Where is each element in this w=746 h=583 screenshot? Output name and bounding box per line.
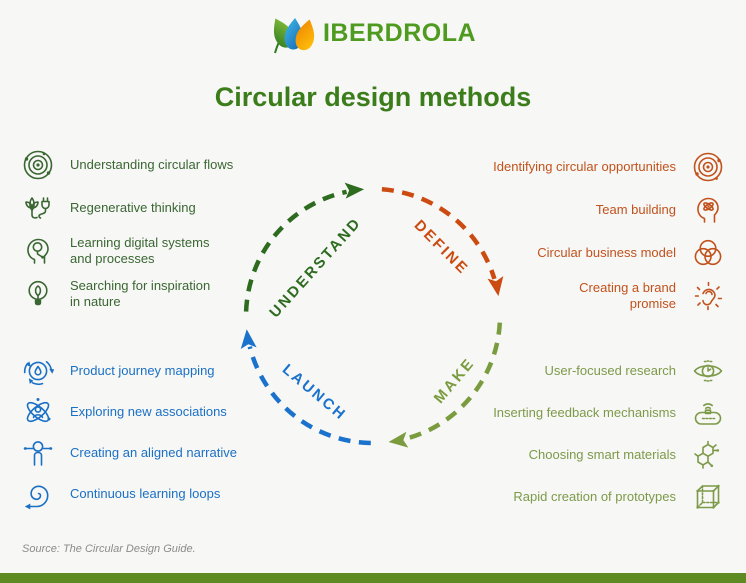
list-item-label: Searching for inspiration in nature [70, 277, 211, 309]
list-item-label: Creating a brand promise [579, 279, 676, 311]
source-note: Source: The Circular Design Guide. [22, 543, 196, 555]
launch-method-list: Product journey mapping Exploring new as… [21, 350, 237, 514]
list-item-label: Product journey mapping [70, 362, 215, 378]
list-item-label: Choosing smart materials [528, 447, 676, 462]
list-item-label: Exploring new associations [70, 403, 227, 419]
make-method-list: User-focused research Inserting feedback… [493, 350, 725, 518]
head-circuit-icon [21, 234, 55, 268]
list-item: Searching for inspiration in nature [21, 272, 233, 315]
list-item-label: Creating an aligned narrative [70, 444, 237, 460]
define-arrowhead [487, 276, 504, 297]
understand-arc [243, 189, 348, 312]
understand-arrowhead [344, 182, 365, 199]
list-item-label: Learning digital systems and processes [70, 234, 210, 266]
understand-method-list: Understanding circular flows Regenerativ… [21, 143, 233, 315]
launch-arrowhead [240, 329, 257, 350]
cube-wireframe-icon [691, 480, 725, 514]
list-item: Exploring new associations [21, 391, 237, 432]
launch-arc [247, 346, 371, 446]
list-item: Learning digital systems and processes [21, 229, 233, 272]
head-atom-icon [691, 193, 725, 227]
cycle-diagram: UNDERSTAND DEFINE MAKE LAUNCH [213, 156, 533, 476]
make-arrowhead [388, 431, 409, 448]
eye-icon [691, 354, 725, 388]
list-item-label: Continuous learning loops [70, 485, 221, 501]
bulb-leaf-icon [21, 277, 55, 311]
list-item: User-focused research [545, 350, 726, 392]
list-item-label: Understanding circular flows [70, 156, 234, 172]
balance-person-icon [21, 436, 55, 470]
list-item: Inserting feedback mechanisms [493, 392, 725, 434]
list-item: Circular business model [537, 231, 725, 274]
list-item-label: Circular business model [537, 244, 676, 260]
iberdrola-leaves-icon [273, 18, 315, 54]
list-item-label: Rapid creation of prototypes [513, 489, 676, 504]
spiral-loop-icon [21, 477, 55, 511]
list-item: Team building [596, 188, 725, 231]
list-item-label: Team building [595, 201, 676, 217]
list-item-label: Regenerative thinking [70, 199, 196, 215]
list-item: Continuous learning loops [21, 473, 237, 514]
list-item: Rapid creation of prototypes [513, 476, 725, 518]
atom-person-icon [21, 395, 55, 429]
page-title: Circular design methods [214, 82, 532, 112]
molecule-icon [691, 438, 725, 472]
phase-label-launch: LAUNCH [279, 361, 350, 424]
drop-cycle-icon [21, 354, 55, 388]
list-item: Regenerative thinking [21, 186, 233, 229]
define-method-list: Identifying circular opportunities Team … [493, 145, 725, 317]
list-item: Identifying circular opportunities [493, 145, 725, 188]
list-item: Understanding circular flows [21, 143, 233, 186]
list-item-label: User-focused research [544, 363, 677, 378]
device-wifi-icon [691, 396, 725, 430]
brand-name: IBERDROLA [322, 18, 477, 47]
iberdrola-logo: IBERDROLA [0, 11, 746, 55]
define-arc [381, 187, 497, 280]
list-item: Creating an aligned narrative [21, 432, 237, 473]
list-item-label: Inserting feedback mechanisms [493, 405, 676, 420]
list-item: Creating a brand promise [579, 274, 725, 317]
list-item: Choosing smart materials [529, 434, 725, 476]
orbit-flows-icon [21, 148, 55, 182]
plant-plug-icon [21, 191, 55, 225]
orbit-opportunities-icon [691, 150, 725, 184]
venn-circles-icon [691, 236, 725, 270]
bottom-bar [0, 573, 746, 583]
list-item-label: Identifying circular opportunities [493, 158, 676, 174]
ear-rays-icon [691, 279, 725, 313]
list-item: Product journey mapping [21, 350, 237, 391]
